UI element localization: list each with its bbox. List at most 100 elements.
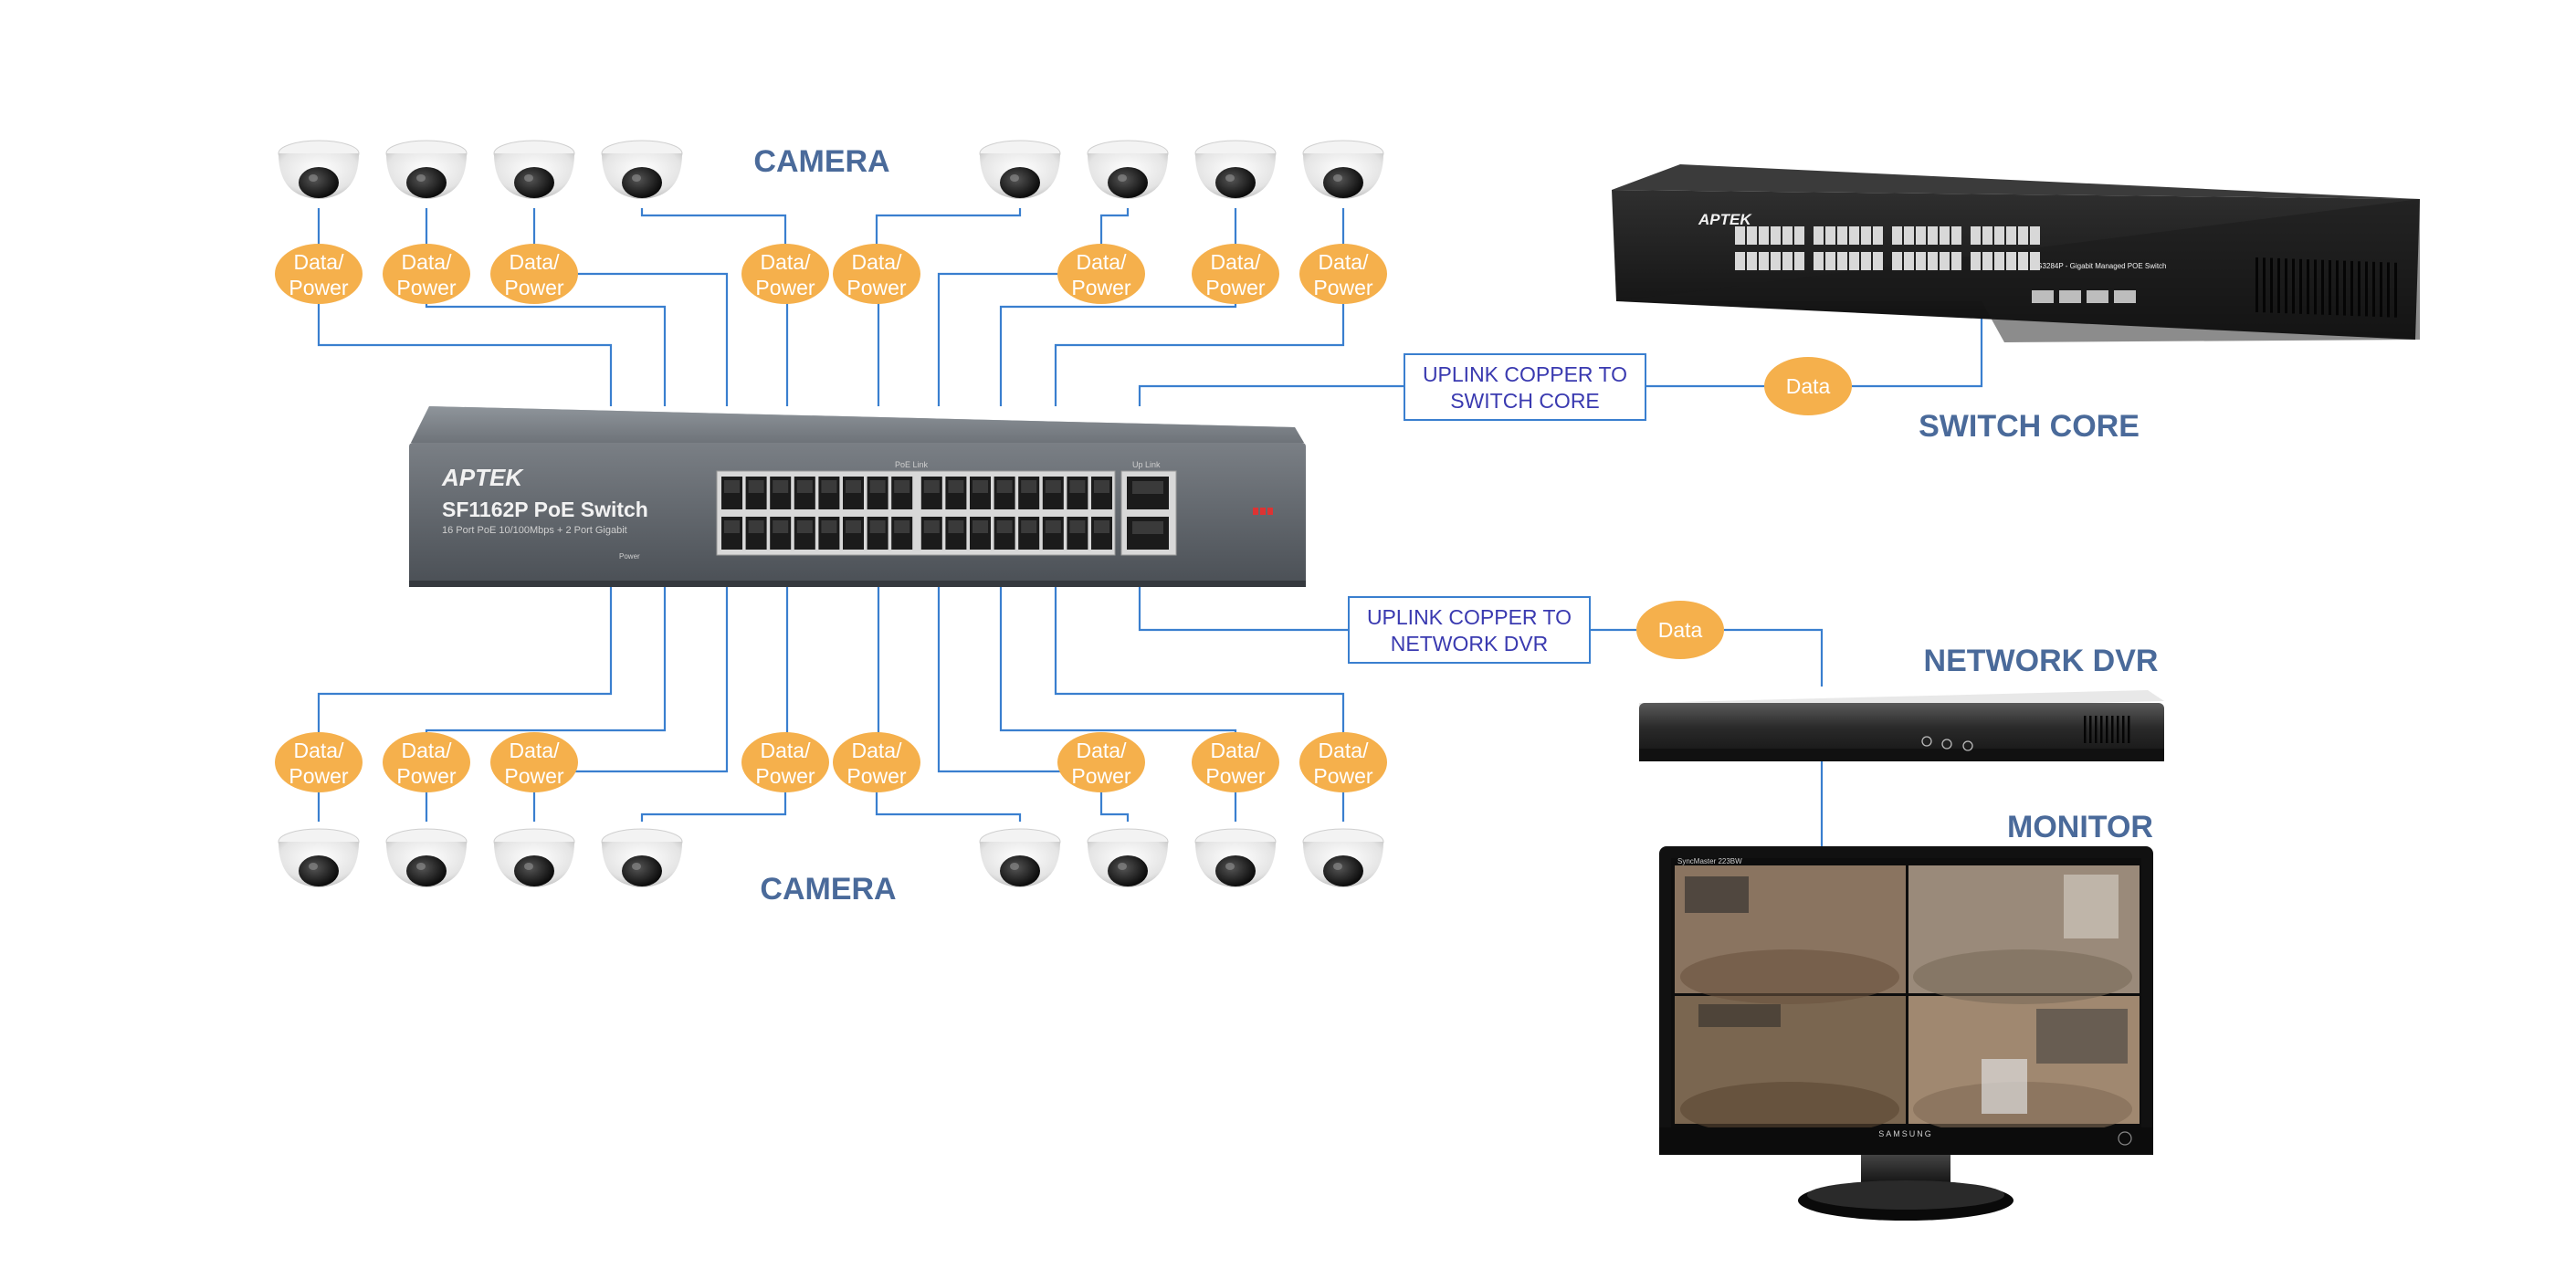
data-power-pill: Data/Power <box>741 244 829 304</box>
monitor-top-label: SyncMaster 223BW <box>1677 857 1742 865</box>
network-dvr-label: NETWORK DVR <box>1924 644 2159 678</box>
core-rj45-port <box>1759 226 1769 245</box>
pill-line2: Power <box>846 764 907 788</box>
pill-line1: Data/ <box>402 739 453 762</box>
core-rj45-port <box>1873 252 1883 270</box>
dome-camera-icon <box>493 140 575 199</box>
uplink-dvr-line2: NETWORK DVR <box>1391 632 1549 655</box>
core-switch-model: SG3284P - Gigabit Managed POE Switch <box>2032 262 2167 270</box>
pill-line1: Data/ <box>1077 250 1128 274</box>
data-power-pill: Data/Power <box>1299 732 1387 792</box>
core-rj45-port <box>1916 226 1926 245</box>
pill-line2: Power <box>846 276 907 299</box>
uplink-switch-line1: UPLINK COPPER TO <box>1423 362 1627 386</box>
uplink-switch-wire <box>1852 315 1983 388</box>
pill-line1: Data/ <box>1211 250 1262 274</box>
core-rj45-port <box>1771 252 1781 270</box>
dome-camera-icon <box>385 140 468 199</box>
core-rj45-port <box>1849 226 1859 245</box>
uplink-switch-line2: SWITCH CORE <box>1450 389 1600 413</box>
data-pill-dvr: Data <box>1636 601 1724 659</box>
data-power-pill: Data/Power <box>1192 244 1279 304</box>
dome-camera-icon <box>278 828 360 887</box>
pill-line2: Power <box>504 764 564 788</box>
data-pill-switch: Data <box>1764 357 1852 415</box>
core-rj45-port <box>1951 226 1961 245</box>
dome-camera-icon <box>385 828 468 887</box>
core-rj45-port <box>1814 226 1824 245</box>
data-power-pill: Data/Power <box>1299 244 1387 304</box>
pill-line1: Data/ <box>510 739 561 762</box>
pill-line2: Power <box>1313 276 1373 299</box>
pill-line2: Power <box>1313 764 1373 788</box>
pill-to-switch-wire <box>877 298 880 406</box>
pill-line2: Power <box>755 276 815 299</box>
core-rj45-port <box>1771 226 1781 245</box>
camera-top-label: CAMERA <box>753 144 889 179</box>
pill-line1: Data/ <box>1077 739 1128 762</box>
poe-switch-uplink-label: Up Link <box>1132 460 1161 469</box>
core-rj45-port <box>1928 226 1938 245</box>
pill-line2: Power <box>755 764 815 788</box>
dome-camera-icon <box>493 828 575 887</box>
pill-line1: Data/ <box>1319 739 1370 762</box>
pill-line2: Power <box>396 764 457 788</box>
core-rj45-port <box>1814 252 1824 270</box>
pill-line1: Data/ <box>852 739 903 762</box>
core-rj45-port <box>1861 252 1871 270</box>
core-sfp-port <box>2059 290 2081 303</box>
monitor-brand: SAMSUNG <box>1878 1129 1933 1138</box>
data-power-pill: Data/Power <box>383 244 470 304</box>
dome-camera-icon <box>1302 828 1384 887</box>
core-rj45-port <box>1928 252 1938 270</box>
pill-to-switch-wire <box>317 299 613 406</box>
core-switch-vents <box>2255 257 2397 318</box>
core-rj45-port <box>1825 252 1835 270</box>
switch-core-label: SWITCH CORE <box>1919 409 2140 444</box>
pill-line1: Data/ <box>1319 250 1370 274</box>
pill-line1: Data/ <box>294 739 345 762</box>
core-rj45-port <box>1735 252 1745 270</box>
core-rj45-port <box>1794 252 1804 270</box>
pill-to-switch-wire <box>999 587 1237 737</box>
pill-to-switch-wire <box>425 587 667 737</box>
pill-to-switch-wire <box>999 299 1237 406</box>
core-rj45-port <box>1904 226 1914 245</box>
network-dvr <box>1639 690 2164 761</box>
core-rj45-port <box>1951 252 1961 270</box>
core-rj45-port <box>1916 252 1926 270</box>
core-rj45-port <box>1747 252 1757 270</box>
poe-switch-uplink-ports <box>1127 477 1169 550</box>
uplink-switch-wire <box>1138 384 1404 406</box>
data-power-pill: Data/Power <box>1057 244 1145 304</box>
pill-to-switch-wire <box>1054 587 1345 737</box>
core-rj45-port <box>1782 252 1793 270</box>
uplink-switch-core-box: UPLINK COPPER TO SWITCH CORE <box>1404 353 1646 421</box>
pill-to-switch-wire <box>785 587 789 739</box>
pill-line1: Data/ <box>761 250 812 274</box>
core-rj45-port <box>1971 226 1981 245</box>
core-sfp-port <box>2032 290 2054 303</box>
pill-line2: Power <box>396 276 457 299</box>
core-rj45-port <box>1940 252 1950 270</box>
pill-line2: Power <box>1205 276 1266 299</box>
data-power-pill-group: Data/PowerData/PowerData/PowerData/Power… <box>275 244 1387 792</box>
pill-line2: Power <box>1071 276 1131 299</box>
data-power-pill: Data/Power <box>275 732 363 792</box>
uplink-dvr-wire <box>1138 587 1349 632</box>
pill-line1: Data/ <box>510 250 561 274</box>
data-power-pill: Data/Power <box>490 732 578 792</box>
core-rj45-port <box>1892 226 1902 245</box>
pill-line1: Data/ <box>852 250 903 274</box>
data-power-pill: Data/Power <box>1192 732 1279 792</box>
pill-line2: Power <box>289 764 349 788</box>
core-rj45-port <box>1892 252 1902 270</box>
core-rj45-port <box>2030 252 2040 270</box>
core-rj45-port <box>1782 226 1793 245</box>
data-power-pill: Data/Power <box>1057 732 1145 792</box>
data-power-pill: Data/Power <box>741 732 829 792</box>
core-rj45-port <box>1759 252 1769 270</box>
camera-bottom-label: CAMERA <box>760 872 896 907</box>
poe-switch-brand: APTEK <box>441 464 524 491</box>
